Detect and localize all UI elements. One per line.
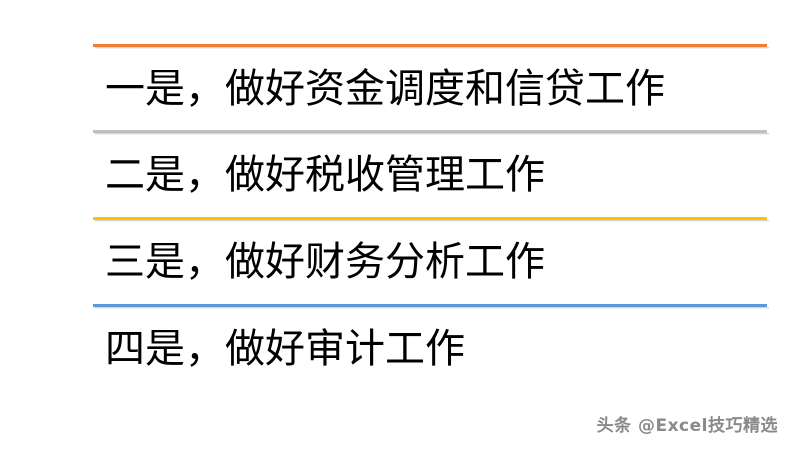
list-item-text-1: 一是，做好资金调度和信贷工作 bbox=[105, 66, 665, 112]
list-item-text-2: 二是，做好税收管理工作 bbox=[105, 152, 545, 198]
list-item[interactable]: 二是，做好税收管理工作 bbox=[93, 130, 769, 198]
watermark: 头条 @Excel技巧精选 bbox=[596, 416, 778, 436]
divider-rule-3 bbox=[93, 217, 769, 222]
list-item[interactable]: 四是，做好审计工作 bbox=[93, 304, 769, 372]
divider-line-orange bbox=[93, 44, 767, 47]
divider-shadow bbox=[95, 47, 769, 49]
list-item[interactable]: 三是，做好财务分析工作 bbox=[93, 217, 769, 285]
list-item-text-3: 三是，做好财务分析工作 bbox=[105, 239, 545, 285]
list-item[interactable]: 一是，做好资金调度和信贷工作 bbox=[93, 44, 769, 112]
divider-rule-1 bbox=[93, 44, 769, 49]
divider-shadow bbox=[95, 220, 769, 222]
divider-shadow bbox=[95, 133, 769, 135]
divider-rule-4 bbox=[93, 304, 769, 309]
divider-shadow bbox=[95, 307, 769, 309]
divider-line-blue bbox=[93, 304, 767, 307]
list-item-text-4: 四是，做好审计工作 bbox=[105, 326, 465, 372]
divider-rule-2 bbox=[93, 130, 769, 135]
divider-line-yellow bbox=[93, 217, 767, 220]
divider-line-gray bbox=[93, 130, 767, 133]
